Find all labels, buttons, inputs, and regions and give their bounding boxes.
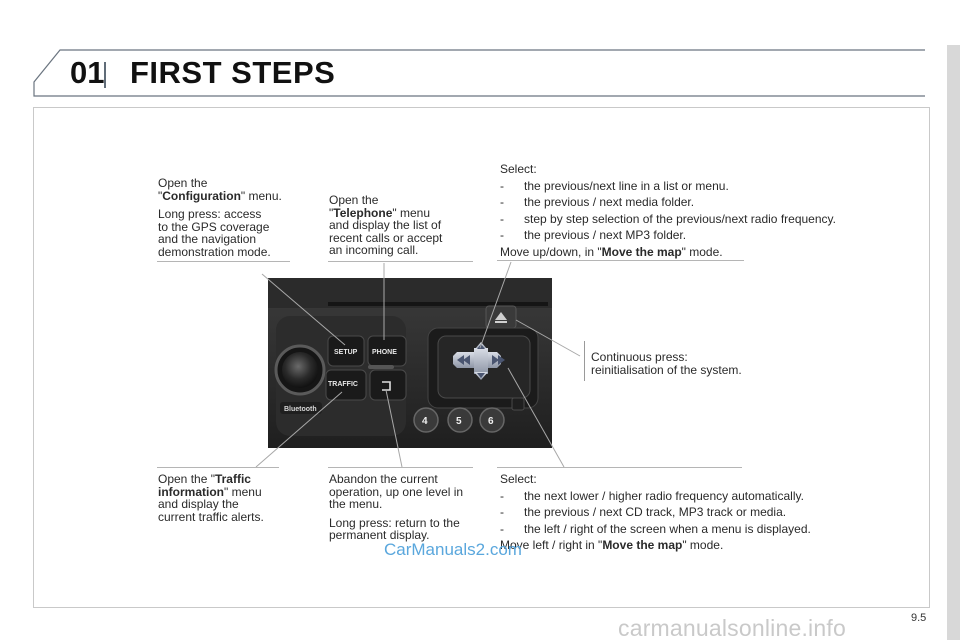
traffic-rest-1: and display the [158, 497, 239, 511]
select-top-item-text: the previous/next line in a list or menu… [524, 178, 729, 193]
traffic-line1: Open the "Traffic [158, 473, 288, 486]
tel-line1: Open the [329, 193, 379, 207]
select-bottom-item: - the previous / next CD track, MP3 track… [500, 506, 880, 519]
abandon-underline [328, 467, 473, 468]
quote: " [329, 205, 334, 220]
select-top-item-text: the previous / next media folder. [524, 195, 695, 209]
tel-after: " menu [392, 205, 431, 220]
telephone-underline [328, 261, 473, 262]
move-mode-name: Move the map [602, 538, 683, 552]
select-bottom-callout: Select: - the next lower / higher radio f… [500, 473, 880, 552]
continuous-callout: Continuous press: reinitialisation of th… [591, 351, 791, 376]
abandon-line1: Abandon the current [329, 472, 438, 486]
move-suffix: " mode. [681, 244, 723, 259]
select-top-underline [497, 260, 744, 261]
move-mode-name: Move the map [601, 244, 682, 259]
bluetooth-label: Bluetooth [284, 406, 317, 413]
configuration-callout: Open the "Configuration" menu. Long pres… [158, 177, 308, 258]
select-top-heading: Select: [500, 162, 537, 176]
dash: - [500, 505, 504, 519]
tel-rest-2: recent calls or accept [329, 230, 443, 245]
dash: - [500, 228, 504, 242]
phone-button-label: PHONE [372, 349, 397, 356]
setup-button-label: SETUP [334, 349, 358, 356]
header-banner [33, 48, 935, 100]
tel-rest-3: an incoming call. [329, 243, 419, 257]
select-bottom-heading: Select: [500, 472, 537, 486]
config-long-press-4: demonstration mode. [158, 244, 271, 259]
traffic-bold2: information [158, 484, 224, 499]
select-bottom-move: Move left / right in "Move the map" mode… [500, 539, 880, 552]
traffic-rest-2: current traffic alerts. [158, 509, 264, 524]
select-bottom-item: - the left / right of the screen when a m… [500, 521, 880, 536]
select-bottom-item: - the next lower / higher radio frequency… [500, 488, 880, 503]
select-bottom-underline [497, 467, 742, 468]
dash: - [500, 521, 504, 536]
config-after: " menu. [240, 188, 282, 203]
page-title: FIRST STEPS [130, 55, 336, 90]
dash: - [500, 211, 504, 226]
move-prefix: Move up/down, in " [500, 244, 602, 259]
move-suffix: " mode. [682, 538, 724, 552]
abandon-long-2: permanent display. [329, 528, 430, 542]
dash: - [500, 195, 504, 209]
config-long-press-2: to the GPS coverage [158, 219, 270, 234]
page-number: 9.5 [911, 612, 927, 624]
page-side-bar [947, 45, 960, 640]
tel-rest-1: and display the list of [329, 218, 442, 232]
traffic-after: " menu [224, 484, 262, 499]
dash: - [500, 488, 504, 503]
select-bottom-item-text: the previous / next CD track, MP3 track … [524, 505, 787, 519]
config-menu-name: Configuration [162, 188, 241, 203]
select-top-item: - the previous/next line in a list or men… [500, 178, 880, 193]
traffic-prefix: Open the " [158, 472, 215, 486]
continuous-bracket [584, 341, 585, 381]
abandon-line2: operation, up one level in [329, 484, 464, 499]
traffic-button-label: TRAFFIC [328, 381, 358, 388]
select-top-item-text: step by step selection of the previous/n… [524, 211, 836, 226]
chapter-number: 01 [70, 55, 105, 90]
preset-6: 6 [488, 416, 494, 427]
config-line1: Open the [158, 176, 208, 190]
abandon-long-1: Long press: return to the [329, 515, 460, 530]
select-top-item: - step by step selection of the previous/… [500, 211, 880, 226]
preset-4: 4 [422, 416, 428, 427]
tel-menu-name: Telephone [333, 205, 393, 220]
dash: - [500, 178, 504, 193]
abandon-line3: the menu. [329, 497, 383, 511]
config-long-press-3: and the navigation [158, 232, 257, 246]
select-bottom-item-text: the next lower / higher radio frequency … [524, 488, 804, 503]
select-top-move: Move up/down, in "Move the map" mode. [500, 244, 880, 259]
quote: " [158, 188, 163, 203]
select-top-callout: Select: - the previous/next line in a lis… [500, 163, 880, 258]
footer-watermark: carmanualsonline.info [618, 615, 846, 641]
config-underline [157, 261, 290, 262]
traffic-underline [157, 467, 279, 468]
telephone-callout: Open the "Telephone" menu and display th… [329, 194, 469, 257]
config-long-press-1: Long press: access [158, 207, 262, 221]
abandon-callout: Abandon the current operation, up one le… [329, 473, 489, 542]
radio-unit-illustration: SETUP PHONE TRAFFIC Bluetooth 4 5 6 [268, 278, 552, 448]
select-top-item: - the previous / next media folder. [500, 196, 880, 209]
traffic-bold1: Traffic [214, 472, 251, 486]
move-prefix: Move left / right in " [500, 538, 603, 552]
traffic-callout: Open the "Traffic information" menu and … [158, 473, 288, 523]
preset-5: 5 [456, 416, 462, 427]
continuous-line2: reinitialisation of the system. [591, 362, 742, 377]
config-line2: "Configuration" menu. [158, 188, 308, 203]
select-top-item-text: the previous / next MP3 folder. [524, 228, 687, 242]
continuous-line1: Continuous press: [591, 350, 688, 364]
tel-line2: "Telephone" menu [329, 205, 469, 220]
select-bottom-item-text: the left / right of the screen when a me… [524, 521, 811, 536]
traffic-line2: information" menu [158, 484, 288, 499]
select-top-item: - the previous / next MP3 folder. [500, 229, 880, 242]
watermark-link[interactable]: CarManuals2.com [384, 540, 522, 559]
